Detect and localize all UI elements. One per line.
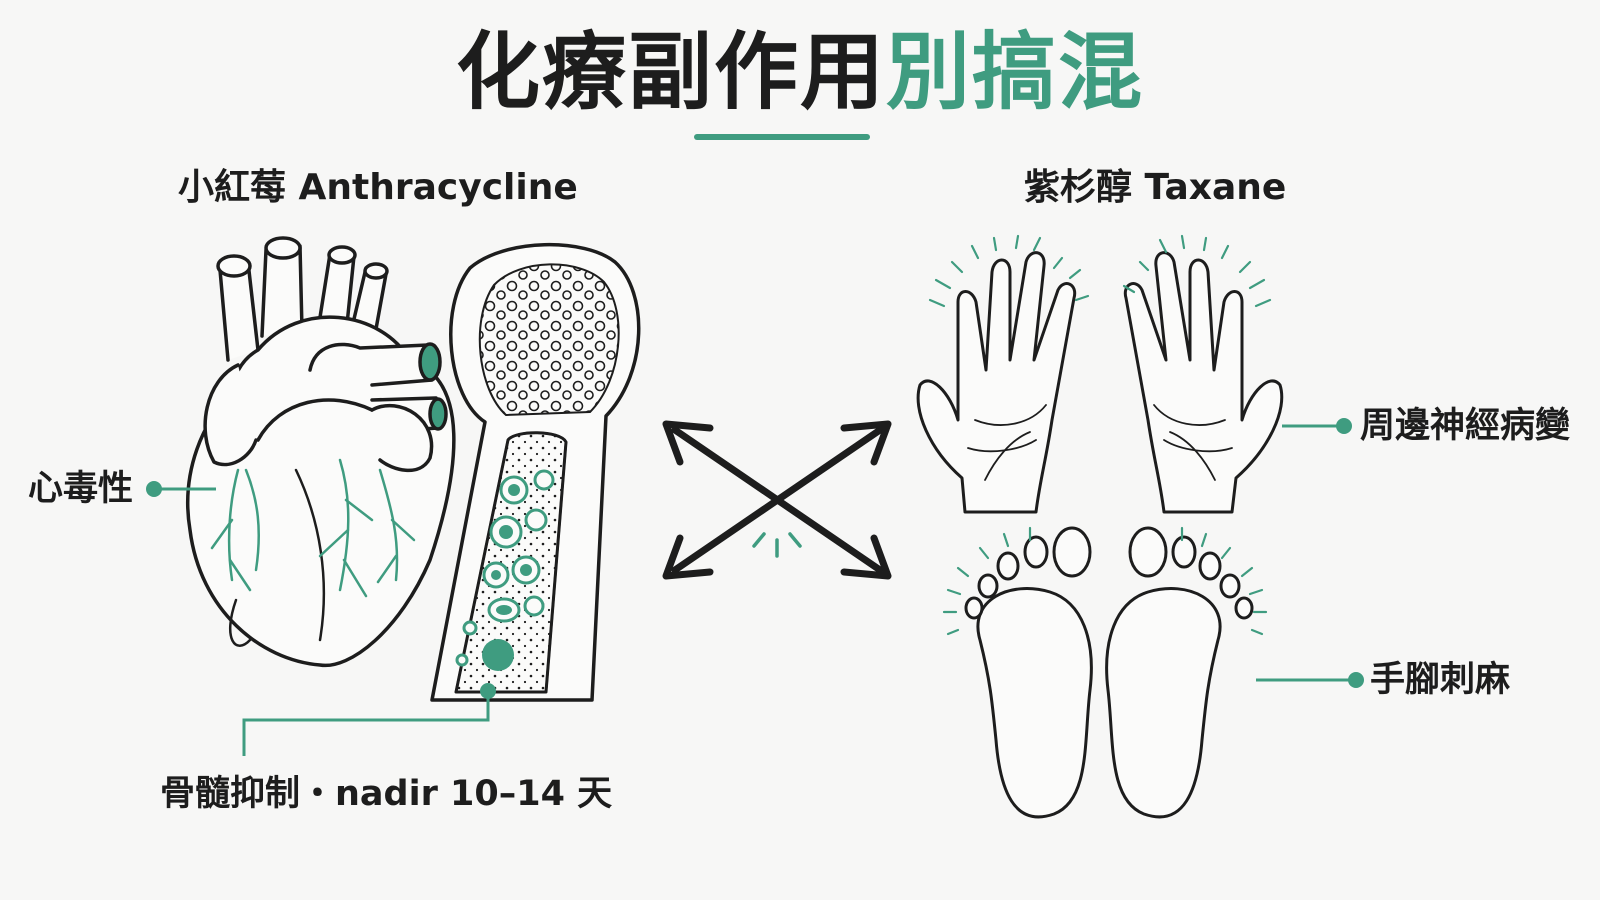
peripheral-neuropathy-label: 周邊神經病變 (1360, 406, 1571, 446)
hands-illustration (916, 251, 1284, 514)
coronary-vessels (210, 458, 416, 598)
feet-illustration (964, 526, 1254, 819)
hands-callout-line (1282, 418, 1352, 434)
cardiotoxicity-label: 心毒性 (28, 469, 134, 509)
myelosuppression-label: 骨髓抑制・nadir 10–14 天 (160, 774, 613, 814)
hand-tingle-marks (928, 234, 1272, 308)
title-underline (694, 134, 870, 140)
feet-callout-line (1256, 672, 1364, 688)
tingling-label: 手腳刺麻 (1370, 660, 1511, 700)
foot-tingle-marks (942, 526, 1268, 636)
page-title: 化療副作用別搞混 (0, 22, 1600, 122)
anthracycline-heading: 小紅莓 Anthracycline (178, 167, 578, 208)
taxane-heading: 紫杉醇 Taxane (1024, 167, 1287, 208)
title-accent: 別搞混 (886, 23, 1145, 121)
marrow-callout-line (242, 683, 496, 756)
crossed-arrows-icon (662, 420, 892, 580)
impact-marks (752, 532, 802, 558)
bone-marrow-illustration (430, 242, 641, 702)
heart-callout-line (146, 481, 216, 497)
title-main: 化療副作用 (455, 23, 886, 121)
heart-illustration (185, 236, 456, 668)
